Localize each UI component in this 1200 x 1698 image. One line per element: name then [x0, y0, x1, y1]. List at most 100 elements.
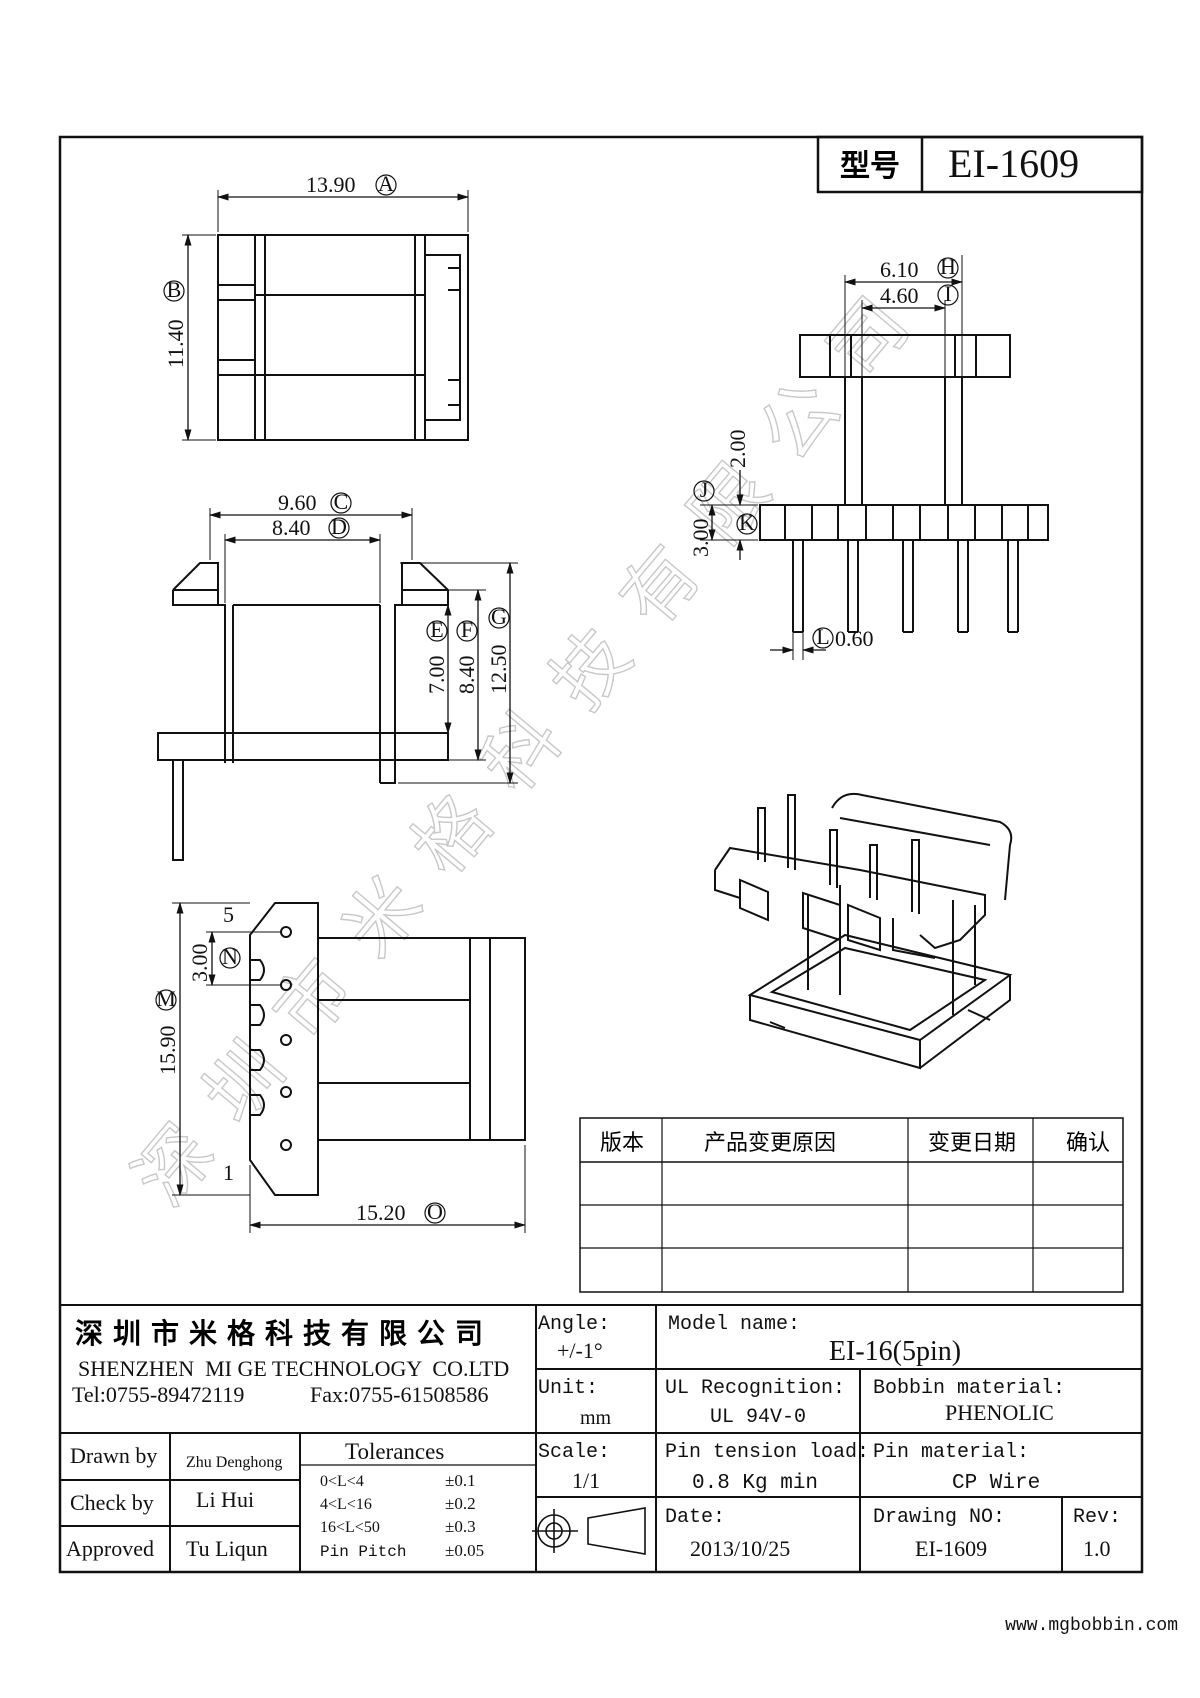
- dim-H-value: 6.10: [880, 257, 919, 282]
- dim-I: 4.60 I: [860, 281, 959, 377]
- model-box: 型号 EI-1609: [816, 135, 1144, 194]
- angle-label: Angle:: [538, 1313, 610, 1336]
- date-label: Date:: [665, 1506, 725, 1529]
- dim-L-value: 0.60: [835, 626, 874, 651]
- front-view: [157, 562, 449, 861]
- drawing-no-label: Drawing NO:: [873, 1506, 1005, 1529]
- check-by-value: Li Hui: [196, 1487, 254, 1512]
- pin-material-label: Pin material:: [873, 1441, 1029, 1464]
- pin-label-top: 5: [223, 902, 234, 927]
- dim-F: 8.40 F: [448, 588, 486, 762]
- drawn-by-value: Zhu Denghong: [186, 1454, 282, 1471]
- watermark: 深圳市米格科技有限公司: [117, 256, 948, 1223]
- dim-G: 12.50 G: [398, 561, 518, 785]
- tol-value-1: ±0.1: [445, 1471, 476, 1490]
- dim-M-letter: M: [156, 986, 176, 1011]
- dim-B-letter: B: [167, 277, 182, 302]
- dim-C: 9.60 C: [208, 489, 414, 560]
- rev-header-version: 版本: [600, 1131, 644, 1156]
- dim-C-letter: C: [334, 489, 349, 514]
- dim-N: 3.00 N: [187, 930, 282, 987]
- dim-G-letter: G: [491, 604, 507, 629]
- dim-D-letter: D: [331, 514, 347, 539]
- dim-H: 6.10 H: [843, 254, 964, 377]
- dim-N-value: 3.00: [187, 944, 212, 983]
- dim-E-letter: E: [430, 617, 443, 642]
- tol-range-3: 16<L<50: [320, 1519, 380, 1536]
- dim-F-value: 8.40: [454, 656, 479, 695]
- check-by-label: Check by: [70, 1490, 154, 1515]
- dim-F-letter: F: [461, 617, 473, 642]
- dim-J-letter: J: [700, 477, 709, 502]
- dim-K: 2.00 K: [725, 430, 758, 560]
- company-fax: Fax:0755-61508586: [310, 1382, 488, 1407]
- unit-value: mm: [580, 1407, 612, 1429]
- revision-table: 版本 产品变更原因 变更日期 确认: [579, 1117, 1124, 1293]
- tol-value-3: ±0.3: [445, 1517, 476, 1536]
- dim-O: 15.20 O: [248, 1145, 527, 1233]
- rev-header-reason: 产品变更原因: [704, 1131, 836, 1156]
- dim-M-value: 15.90: [155, 1026, 180, 1076]
- tol-range-1: 0<L<4: [320, 1473, 364, 1490]
- dim-I-value: 4.60: [880, 283, 919, 308]
- dim-C-value: 9.60: [278, 490, 317, 515]
- model-box-label: 型号: [840, 149, 900, 184]
- dim-K-value: 2.00: [725, 430, 750, 469]
- svg-text:深圳市米格科技有限公司: 深圳市米格科技有限公司: [118, 256, 948, 1221]
- dim-H-letter: H: [940, 254, 956, 279]
- dim-B: 11.40 B: [163, 233, 216, 442]
- tol-range-4: Pin Pitch: [320, 1543, 406, 1561]
- dim-G-value: 12.50: [486, 645, 511, 695]
- pin-tension-label: Pin tension load:: [665, 1441, 869, 1464]
- dim-O-letter: O: [427, 1199, 443, 1224]
- drawn-by-label: Drawn by: [70, 1443, 157, 1468]
- rev-header-date: 变更日期: [928, 1131, 1016, 1156]
- date-value: 2013/10/25: [690, 1536, 790, 1561]
- dim-K-letter: K: [739, 510, 755, 535]
- rev-value: 1.0: [1083, 1536, 1111, 1561]
- bobbin-material-label: Bobbin material:: [873, 1377, 1065, 1400]
- company-tel: Tel:0755-89472119: [72, 1382, 244, 1407]
- top-view: [217, 234, 469, 441]
- title-block: [60, 1304, 1142, 1572]
- dim-J: 3.00 J: [688, 477, 758, 557]
- drawing-no-value: EI-1609: [915, 1536, 987, 1561]
- dim-M: 15.90 M: [155, 901, 250, 1197]
- ul-label: UL Recognition:: [665, 1377, 845, 1400]
- company-name-en: SHENZHEN MI GE TECHNOLOGY CO.LTD: [78, 1356, 509, 1381]
- tolerances-title: Tolerances: [345, 1439, 444, 1464]
- isometric-view: [714, 792, 1013, 1070]
- pin-material-value: CP Wire: [952, 1472, 1040, 1495]
- dim-A-letter: A: [378, 171, 394, 196]
- dim-J-value: 3.00: [688, 519, 713, 558]
- drawing-frame: [58, 135, 1144, 1574]
- dim-L-letter: L: [816, 624, 829, 649]
- scale-label: Scale:: [538, 1441, 610, 1464]
- ul-value: UL 94V-0: [710, 1406, 806, 1429]
- dim-A-value: 13.90: [306, 172, 356, 197]
- bobbin-material-value: PHENOLIC: [945, 1400, 1054, 1425]
- pin-side-view: [249, 902, 526, 1196]
- dim-D-value: 8.40: [272, 515, 311, 540]
- model-name-value: EI-16(5pin): [829, 1336, 961, 1367]
- dim-D: 8.40 D: [223, 514, 382, 603]
- dim-B-value: 11.40: [163, 319, 188, 368]
- tol-value-2: ±0.2: [445, 1494, 476, 1513]
- tol-range-2: 4<L<16: [320, 1496, 372, 1513]
- company-name-cn: 深圳市米格科技有限公司: [75, 1317, 493, 1350]
- rev-label: Rev:: [1073, 1506, 1121, 1529]
- approved-value: Tu Liqun: [186, 1536, 268, 1561]
- dim-I-letter: I: [944, 281, 951, 306]
- dim-A: 13.90 A: [216, 171, 470, 232]
- dim-L: L 0.60: [770, 624, 874, 660]
- angle-value: +/-1°: [557, 1338, 603, 1363]
- dim-E-value: 7.00: [424, 656, 449, 695]
- pin-tension-value: 0.8 Kg min: [692, 1472, 818, 1495]
- side-view: [759, 334, 1049, 633]
- model-name-label: Model name:: [668, 1313, 800, 1336]
- dim-E: 7.00 E: [424, 603, 452, 735]
- unit-label: Unit:: [538, 1377, 598, 1400]
- footer-url: www.mgbobbin.com: [1005, 1616, 1178, 1636]
- scale-value: 1/1: [572, 1468, 600, 1493]
